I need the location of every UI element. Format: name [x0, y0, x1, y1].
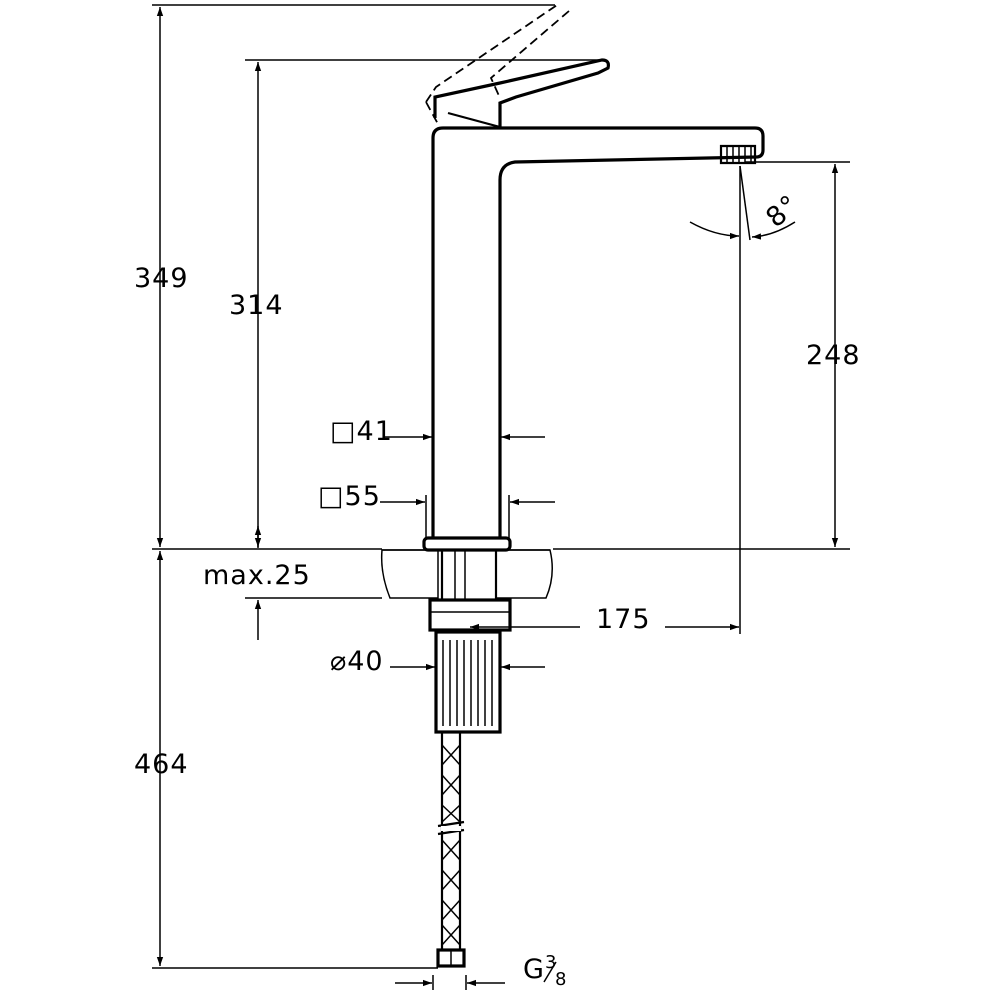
- lever-handle: [433, 58, 610, 128]
- base-flange: [422, 536, 512, 552]
- dim-square-41: □41: [330, 416, 393, 447]
- lever-open-outline: [425, 2, 570, 125]
- dim-diameter-40: ⌀40: [330, 646, 384, 677]
- braided-hose: [436, 732, 466, 968]
- dim-max-25: max.25: [203, 560, 311, 591]
- ribbed-nut: [434, 630, 502, 734]
- connection-prefix: G: [523, 954, 545, 985]
- dim-175: 175: [596, 604, 651, 635]
- dim-464: 464: [134, 749, 189, 780]
- aerator: [719, 144, 757, 165]
- column-body: [431, 126, 765, 538]
- dim-314: 314: [229, 290, 284, 321]
- extension-lines: [152, 4, 850, 990]
- dim-349: 349: [134, 263, 189, 294]
- fixing-shank: [428, 548, 512, 734]
- dim-square-55: □55: [318, 481, 381, 512]
- faucet-body: [422, 2, 765, 552]
- dim-connection-g38: G 3 8: [523, 952, 567, 990]
- dim-248: 248: [806, 340, 861, 371]
- dim-8-degree: 8°: [760, 189, 805, 234]
- dimension-lines: [156, 7, 839, 987]
- connection-denominator: 8: [555, 969, 567, 990]
- countertop-section: [380, 549, 553, 599]
- connection-numerator: 3: [545, 952, 557, 973]
